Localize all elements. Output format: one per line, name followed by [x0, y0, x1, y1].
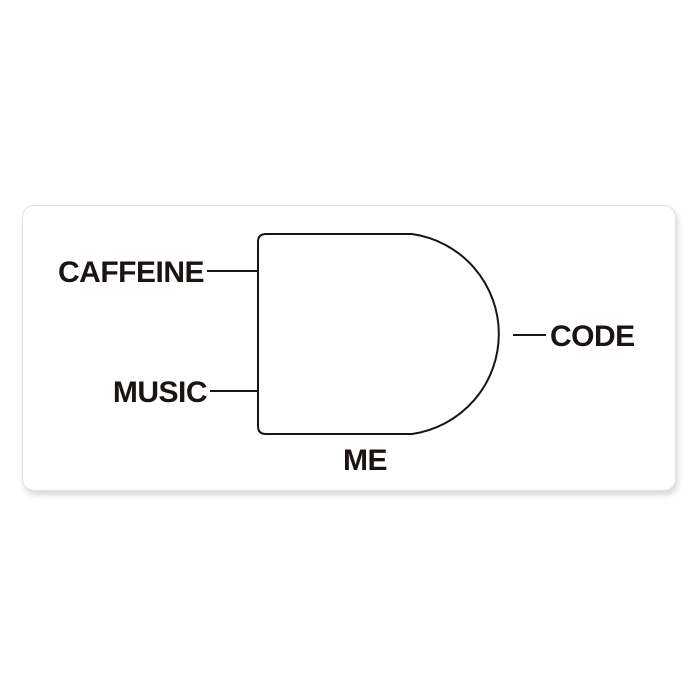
- gate-label-me: ME: [343, 444, 387, 477]
- and-gate-body: [257, 233, 500, 435]
- input-label-caffeine: CAFFEINE: [58, 256, 204, 289]
- input-label-music: MUSIC: [113, 376, 207, 409]
- output-label-code: CODE: [550, 320, 635, 353]
